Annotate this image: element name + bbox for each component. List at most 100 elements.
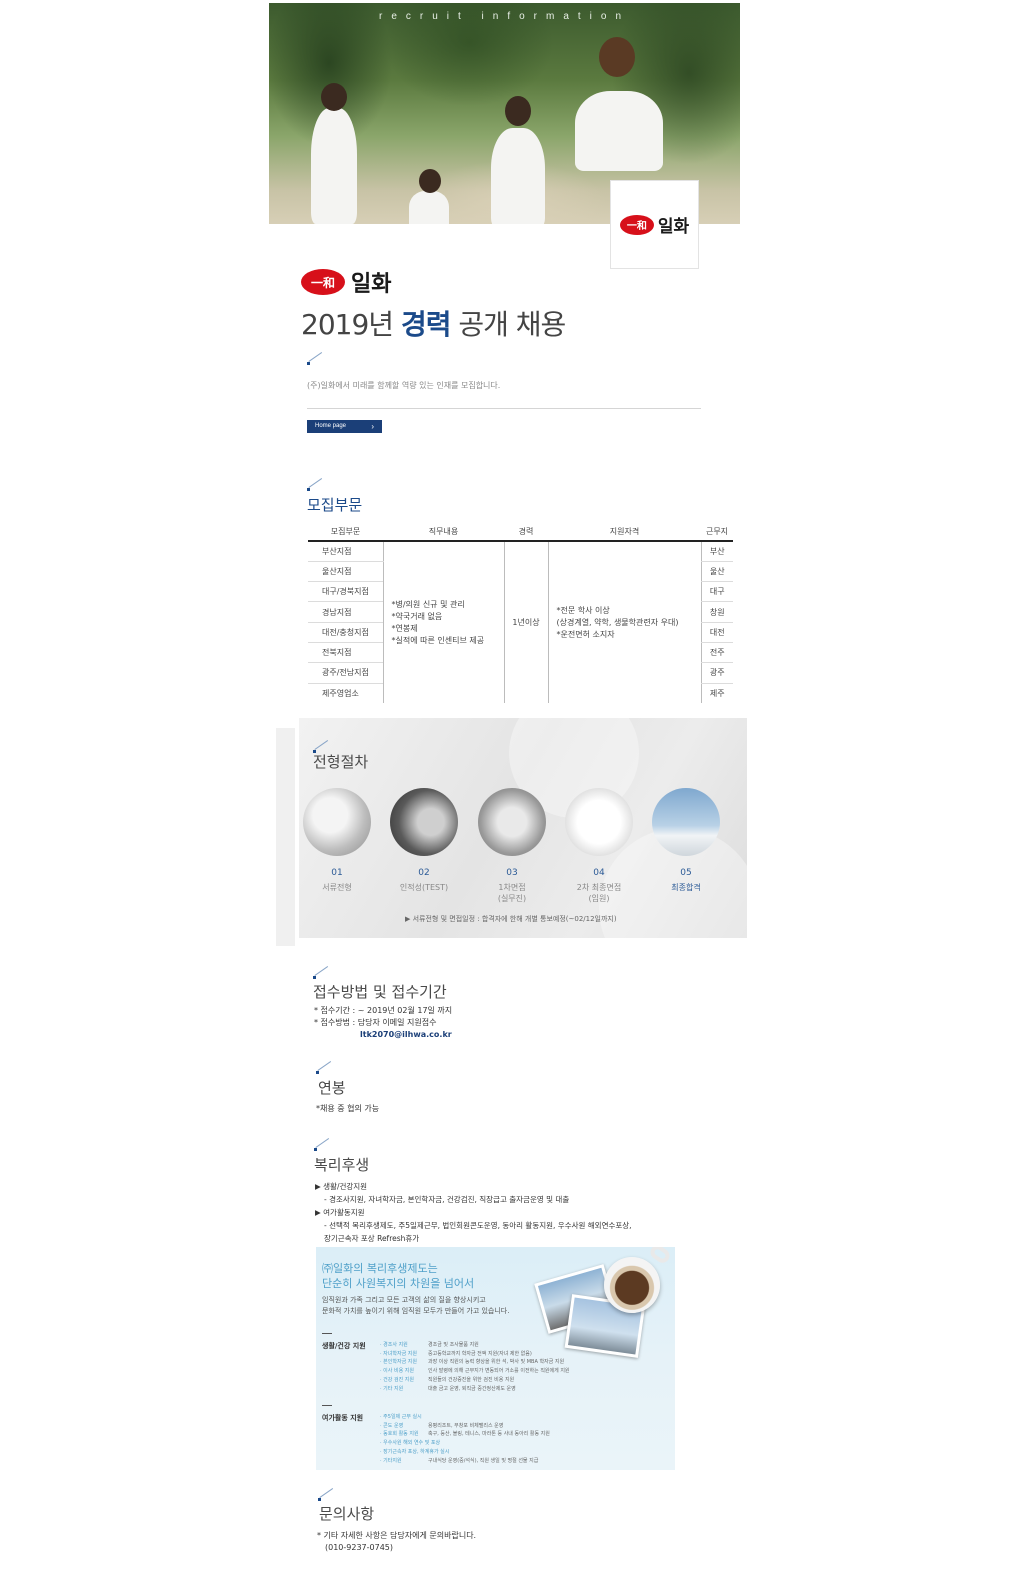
hero-figure-daughter (409, 191, 449, 224)
contact-details: * 기타 자세한 사항은 담당자에게 문의바랍니다. (010-9237-074… (317, 1530, 476, 1554)
ilhwa-logo-text: 일화 (351, 272, 392, 297)
table-header: 직무내용 (383, 523, 504, 542)
subtext-line: 임직원과 가족 그리고 모든 고객의 삶의 질을 향상시키고 (322, 1296, 486, 1304)
process-side-bar (276, 728, 295, 946)
apply-method: * 접수방법 : 담당자 이메일 지원접수 (314, 1018, 437, 1027)
table-cell-location: 대구 (700, 581, 733, 603)
apply-period: * 접수기간 : ~ 2019년 02월 17일 까지 (314, 1006, 453, 1015)
brand-logo: 一和 일화 (301, 266, 391, 298)
coffee-cup-icon (604, 1257, 660, 1313)
welfare-row: · 장기근속자 포상, 하계휴가 실시 (380, 1448, 550, 1457)
welfare-row-key: · 경조사 지원 (380, 1342, 408, 1348)
table-cell-branch: 부산지점 (308, 541, 383, 562)
table-cell-career: 1년이상 (503, 541, 548, 704)
qualification-line: *운전면허 소지자 (556, 629, 615, 639)
hero-figure-father (311, 108, 357, 224)
welfare-row-value: 경조금 및 조사물품 지원 (428, 1342, 479, 1348)
home-page-button[interactable]: Home page › (307, 420, 382, 433)
headline-line: 단순히 사원복지의 차원을 넘어서 (322, 1277, 475, 1290)
intro-text: (주)일화에서 미래를 함께할 역량 있는 인재를 모집합니다. (307, 381, 501, 390)
coffee-cup-handle (647, 1247, 673, 1266)
welfare-item: - 경조사지원, 자녀학자금, 본인학자금, 건강검진, 직장급고 출자금운영 … (324, 1195, 570, 1204)
contact-text: * 기타 자세한 사항은 담당자에게 문의바랍니다. (317, 1531, 477, 1540)
check-mark-icon (316, 1484, 336, 1504)
table-header: 모집부문 (308, 523, 383, 542)
check-mark-icon (312, 1134, 332, 1154)
page-title: 2019년 경력 공개 채용 (301, 303, 566, 343)
chevron-right-icon: › (371, 422, 374, 431)
welfare-row: · 기타 지원 대출 금고 운영, 퇴직금 중간정산제도 운영 (380, 1385, 570, 1394)
welfare-category: 생활/건강 지원 (322, 1342, 366, 1350)
welfare-row: · 우수사원 해외 연수 및 포상 (380, 1439, 550, 1448)
section-title-process: 전형절차 (313, 753, 369, 771)
step-number: 05 (680, 868, 692, 878)
table-cell-location: 울산 (700, 561, 733, 583)
documents-icon (303, 788, 371, 856)
welfare-row-key: · 이사 비용 지원 (380, 1368, 414, 1375)
check-mark-icon (311, 736, 331, 756)
process-note: ▶ 서류전형 및 면접일정 : 합격자에 한해 개별 통보예정(~02/12일까… (405, 915, 617, 923)
table-cell-branch: 제주영업소 (322, 688, 359, 698)
step-label: 2차 최종면접 (576, 883, 622, 892)
apply-details: * 접수기간 : ~ 2019년 02월 17일 까지 * 접수방법 : 담당자… (314, 1005, 452, 1041)
welfare-row-key: · 건강 검진 지원 (380, 1376, 414, 1383)
contact-phone: (010-9237-0745) (325, 1543, 394, 1552)
table-cell-branch: 울산지점 (308, 561, 383, 583)
salary-text: *채용 중 협의 가능 (316, 1104, 380, 1113)
hero-figure-daughter-head (419, 169, 441, 193)
section-title-recruit: 모집부문 (307, 496, 363, 514)
divider (307, 408, 701, 409)
duty-line: *병/의원 신규 및 관리 (391, 599, 465, 609)
step-number: 01 (331, 868, 343, 878)
test-writing-icon (390, 788, 458, 856)
recruit-table: 모집부문 직무내용 경력 지원자격 근무지 부산지점 *병/의원 신규 및 관리… (308, 523, 733, 704)
divider (322, 1405, 332, 1406)
section-title-apply: 접수방법 및 접수기간 (313, 983, 447, 1001)
hero-figure-son (575, 91, 663, 171)
welfare-banner-headline: ㈜일화의 복리후생제도는 단순히 사원복지의 차원을 넘어서 (322, 1261, 474, 1291)
ilhwa-logo-mark: 一和 (301, 269, 345, 295)
welfare-row: · 경조사 지원 경조금 및 조사물품 지원 (380, 1341, 570, 1350)
welfare-row-key: · 콘도 운영 (380, 1422, 404, 1429)
welfare-row-key: · 본인학자금 지원 (380, 1359, 417, 1366)
table-cell-branch: 전북지점 (308, 642, 383, 664)
qualification-line: (상경계열, 약학, 생물학관련자 우대) (556, 617, 679, 627)
hero-figure-mother (491, 128, 545, 224)
step-label: 최종합격 (671, 883, 701, 892)
checklist-icon (565, 788, 633, 856)
step-number: 03 (506, 868, 518, 878)
table-header: 근무지 (701, 523, 733, 542)
welfare-item: 장기근속자 포상 Refresh휴가 (324, 1234, 420, 1243)
process-step: 01 서류전형 (302, 788, 372, 893)
section-title-welfare: 복리후생 (314, 1156, 370, 1174)
step-label: 1차면접 (498, 883, 526, 892)
step-sublabel: (임원) (588, 894, 610, 903)
welfare-row-key: · 기타 지원 (380, 1385, 404, 1392)
table-header: 경력 (504, 523, 548, 542)
step-label: 서류전형 (322, 883, 352, 892)
welfare-banner-subtext: 임직원과 가족 그리고 모든 고객의 삶의 질을 향상시키고 문화적 가치를 높… (322, 1295, 509, 1317)
check-mark-icon (314, 1057, 334, 1077)
welfare-row-value: 대출 금고 운영, 퇴직금 중간정산제도 운영 (428, 1385, 516, 1392)
home-page-button-label: Home page (315, 423, 347, 429)
welfare-row-key: · 동호회 활동 지원 (380, 1431, 419, 1438)
table-cell-location: 창원 (700, 601, 733, 623)
welfare-row-key: · 기타지원 (380, 1457, 402, 1464)
title-year: 2019년 (301, 308, 394, 341)
step-number: 02 (418, 868, 430, 878)
welfare-row-key: · 자녀학자금 지원 (380, 1350, 417, 1357)
ilhwa-logo-text: 일화 (657, 217, 690, 237)
subtext-line: 문화적 가치를 높이기 위해 임직원 모두가 만들어 가고 있습니다. (322, 1307, 510, 1315)
table-header: 지원자격 (548, 523, 701, 542)
process-step: 03 1차면접 (실무진) (477, 788, 547, 904)
table-cell-branch: 대구/경북지점 (308, 581, 383, 603)
welfare-row-key: · 주5일제 근무 실시 (380, 1414, 422, 1420)
table-cell-location: 전주 (700, 642, 733, 664)
apply-email-link[interactable]: ltk2070@ilhwa.co.kr (360, 1030, 452, 1039)
